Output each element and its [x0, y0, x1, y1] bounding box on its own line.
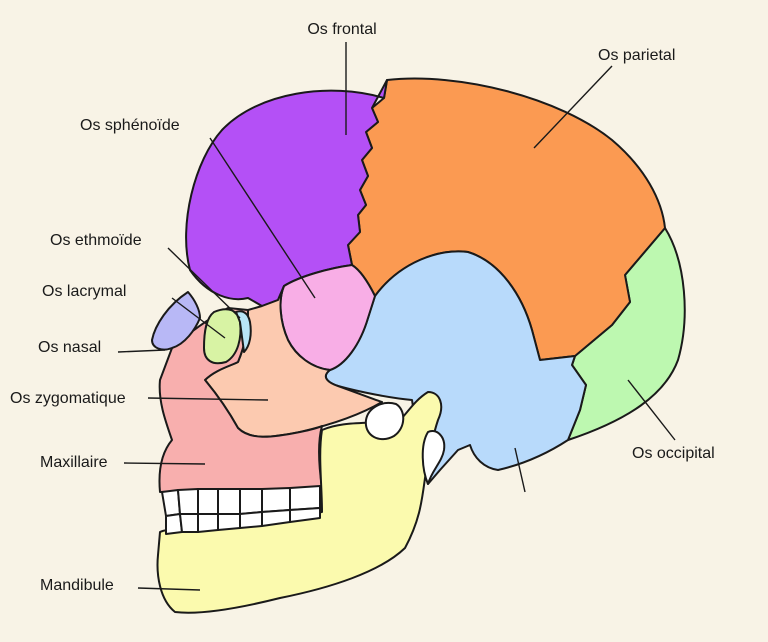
lower-teeth [165, 507, 321, 535]
leader-ethmoide [167, 247, 241, 319]
leader-parietal [533, 65, 613, 149]
leader-occipital [627, 379, 676, 441]
label-os-parietal: Os parietal [598, 47, 675, 64]
label-os-zygomatique: Os zygomatique [10, 390, 126, 407]
label-os-occipital: Os occipital [632, 445, 715, 462]
label-maxillaire: Maxillaire [40, 454, 108, 471]
leader-nasal [117, 349, 166, 353]
labels: Os frontal Os parietal Os sphénoïde Os e… [10, 21, 715, 594]
label-os-sphenoide: Os sphénoïde [80, 117, 180, 134]
label-os-nasal: Os nasal [38, 339, 101, 356]
leader-sphenoide [209, 137, 316, 299]
leader-mandibule [137, 587, 201, 591]
mandible-condyle [364, 402, 405, 441]
leader-lacrymal [171, 297, 226, 339]
ethmoide-bone [235, 310, 252, 353]
label-os-lacrymal: Os lacrymal [42, 283, 126, 300]
frontal-bone [185, 79, 388, 307]
mandibule-bone [156, 391, 443, 614]
leader-lines [117, 42, 676, 591]
mastoid-process [421, 430, 446, 485]
label-mandibule: Mandibule [40, 577, 114, 594]
leader-temporal-bottom [514, 447, 526, 493]
nasal-bone [151, 291, 201, 351]
label-os-frontal: Os frontal [307, 21, 376, 38]
leader-zygomatique [147, 397, 269, 401]
label-os-ethmoide: Os ethmoïde [50, 232, 142, 249]
leader-maxillaire [123, 462, 206, 465]
